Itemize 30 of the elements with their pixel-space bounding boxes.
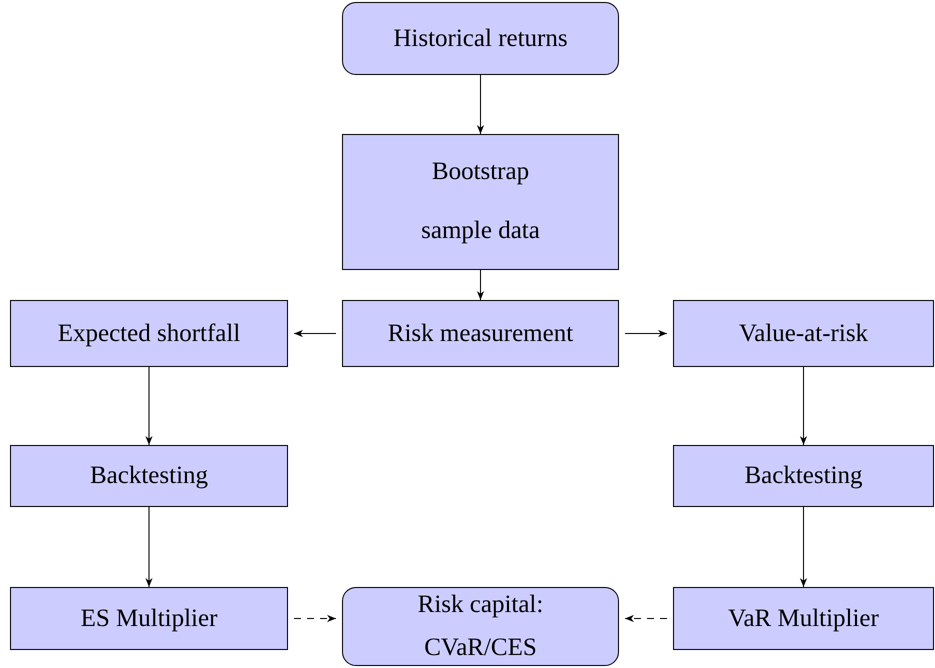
arrow <box>145 366 153 446</box>
arrow <box>800 506 808 588</box>
process-box <box>673 587 934 650</box>
arrow <box>624 330 668 338</box>
arrow <box>800 366 808 446</box>
node-label: Historical returns <box>393 24 568 52</box>
node-label: Bootstrap sample data <box>420 157 541 246</box>
node-label: Expected shortfall <box>58 320 240 348</box>
process-box <box>10 300 288 367</box>
dashed-arrow <box>624 614 668 622</box>
process-box <box>10 587 288 650</box>
arrow <box>294 330 336 338</box>
dashed-arrow <box>294 614 336 622</box>
process-box <box>10 445 288 507</box>
arrow <box>476 74 484 134</box>
rounded-box <box>342 587 619 666</box>
arrow <box>145 506 153 588</box>
node-label: VaR Multiplier <box>728 604 879 632</box>
node-label: ES Multiplier <box>80 604 218 632</box>
process-box <box>342 300 619 367</box>
rounded-box <box>342 2 619 75</box>
arrow <box>476 270 484 300</box>
node-label: Backtesting <box>90 462 208 490</box>
process-box <box>673 445 934 507</box>
node-label: Value-at-risk <box>738 320 868 348</box>
node-label: Risk capital: CVaR/CES <box>416 590 544 662</box>
process-box <box>673 300 934 367</box>
node-label: Backtesting <box>744 462 863 490</box>
process-box <box>342 134 619 270</box>
node-label: Risk measurement <box>388 320 574 348</box>
